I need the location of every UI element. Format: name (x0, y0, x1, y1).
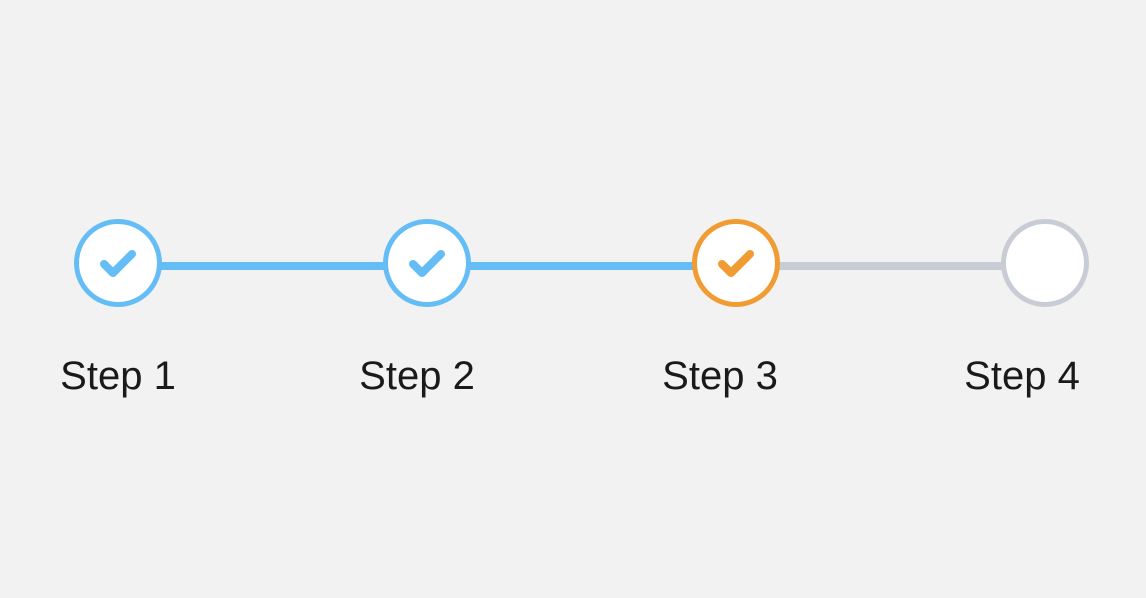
step-2-label[interactable]: Step 2 (359, 354, 475, 398)
step-3-indicator[interactable] (692, 219, 780, 307)
step-connector-2-3 (468, 262, 696, 270)
step-4-indicator[interactable] (1001, 219, 1089, 307)
check-icon (409, 250, 445, 277)
check-icon (718, 250, 754, 277)
step-connector-3-4 (776, 262, 1004, 270)
check-icon (100, 250, 136, 277)
step-1-label[interactable]: Step 1 (60, 354, 176, 398)
step-1-indicator[interactable] (74, 219, 162, 307)
step-4-label[interactable]: Step 4 (964, 354, 1080, 398)
step-connector-1-2 (160, 262, 388, 270)
step-3-label[interactable]: Step 3 (662, 354, 778, 398)
step-2-indicator[interactable] (383, 219, 471, 307)
